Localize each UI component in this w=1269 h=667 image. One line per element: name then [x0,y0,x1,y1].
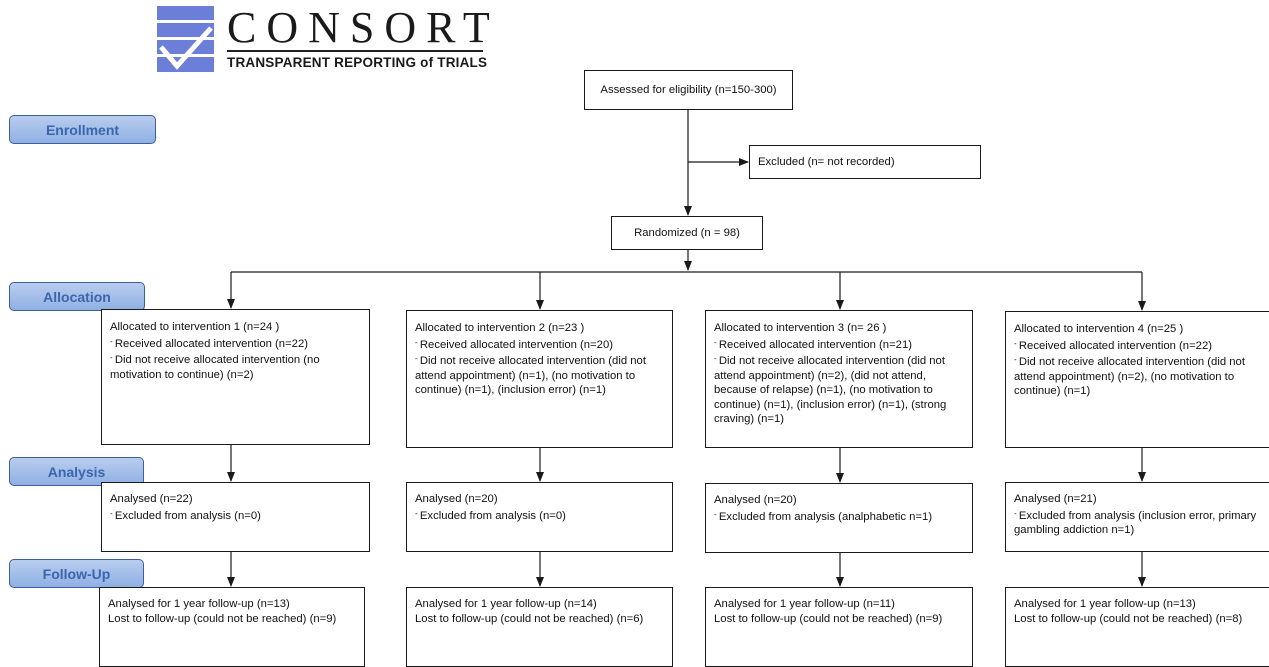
arm3-allocation-title: Allocated to intervention 3 (n= 26 ) [714,322,887,334]
arm3-analysed: Analysed (n=20) [714,494,797,506]
excluded-text: Excluded (n= not recorded) [758,156,895,168]
arm2-analysis-box: Analysed (n=20) Excluded from analysis (… [406,482,673,552]
arm1-followup-lost: Lost to follow-up (could not be reached)… [108,612,337,625]
randomized-box: Randomized (n = 98) [611,216,763,250]
arm2-followup-analysed: Analysed for 1 year follow-up (n=14) [415,598,597,610]
arm1-analysed: Analysed (n=22) [110,493,193,505]
stage-enrollment: Enrollment [9,115,156,144]
arm4-followup-box: Analysed for 1 year follow-up (n=13) Los… [1005,587,1269,667]
arm4-analysis-box: Analysed (n=21) Excluded from analysis (… [1005,482,1269,552]
arm3-followup-analysed: Analysed for 1 year follow-up (n=11) [714,598,895,610]
arm4-followup-lost: Lost to follow-up (could not be reached)… [1014,612,1243,625]
stage-allocation: Allocation [9,282,145,311]
arm4-not-received: Did not receive allocated intervention (… [1014,353,1266,399]
arm4-analysed: Analysed (n=21) [1014,493,1097,505]
logo-divider [227,50,483,52]
arm4-received: Received allocated intervention (n=22) [1014,337,1266,354]
arm2-received: Received allocated intervention (n=20) [415,336,666,353]
arm2-excluded-analysis: Excluded from analysis (n=0) [415,507,666,524]
arm3-not-received: Did not receive allocated intervention (… [714,352,966,427]
arm4-allocation-box: Allocated to intervention 4 (n=25 ) Rece… [1005,311,1269,448]
arm3-received: Received allocated intervention (n=21) [714,336,966,353]
arm3-followup-box: Analysed for 1 year follow-up (n=11) Los… [705,587,973,667]
arm2-followup-lost: Lost to follow-up (could not be reached)… [415,612,644,625]
randomized-text: Randomized (n = 98) [634,226,740,239]
consort-tagline: TRANSPARENT REPORTING of TRIALS [227,55,488,70]
arm2-followup-box: Analysed for 1 year follow-up (n=14) Los… [406,587,673,667]
arm1-followup-analysed: Analysed for 1 year follow-up (n=13) [108,598,290,610]
arm1-excluded-analysis: Excluded from analysis (n=0) [110,507,363,524]
arm2-analysed: Analysed (n=20) [415,493,498,505]
stage-followup: Follow-Up [9,559,144,588]
consort-logo-icon [157,6,214,72]
excluded-box: Excluded (n= not recorded) [749,145,981,179]
consort-logo: CONSORT TRANSPARENT REPORTING of TRIALS [157,3,490,74]
arm2-allocation-box: Allocated to intervention 2 (n=23 ) Rece… [406,310,673,448]
arm1-analysis-box: Analysed (n=22) Excluded from analysis (… [101,482,370,552]
arm1-followup-box: Analysed for 1 year follow-up (n=13) Los… [99,587,365,667]
arm3-allocation-box: Allocated to intervention 3 (n= 26 ) Rec… [705,310,973,448]
stage-analysis: Analysis [9,457,144,486]
arm4-allocation-title: Allocated to intervention 4 (n=25 ) [1014,323,1184,335]
arm3-excluded-analysis: Excluded from analysis (analphabetic n=1… [714,508,966,525]
arm3-followup-lost: Lost to follow-up (could not be reached)… [714,612,943,625]
arm1-allocation-box: Allocated to intervention 1 (n=24 ) Rece… [101,309,370,445]
arm1-received: Received allocated intervention (n=22) [110,335,363,352]
arm2-not-received: Did not receive allocated intervention (… [415,352,666,398]
consort-wordmark: CONSORT [227,3,500,52]
arm4-excluded-analysis: Excluded from analysis (inclusion error,… [1014,507,1266,538]
arm1-not-received: Did not receive allocated intervention (… [110,351,363,382]
assessed-box: Assessed for eligibility (n=150-300) [584,70,793,110]
arm4-followup-analysed: Analysed for 1 year follow-up (n=13) [1014,598,1196,610]
arm2-allocation-title: Allocated to intervention 2 (n=23 ) [415,322,585,334]
assessed-text: Assessed for eligibility (n=150-300) [600,83,777,96]
arm3-analysis-box: Analysed (n=20) Excluded from analysis (… [705,483,973,553]
arm1-allocation-title: Allocated to intervention 1 (n=24 ) [110,321,280,333]
